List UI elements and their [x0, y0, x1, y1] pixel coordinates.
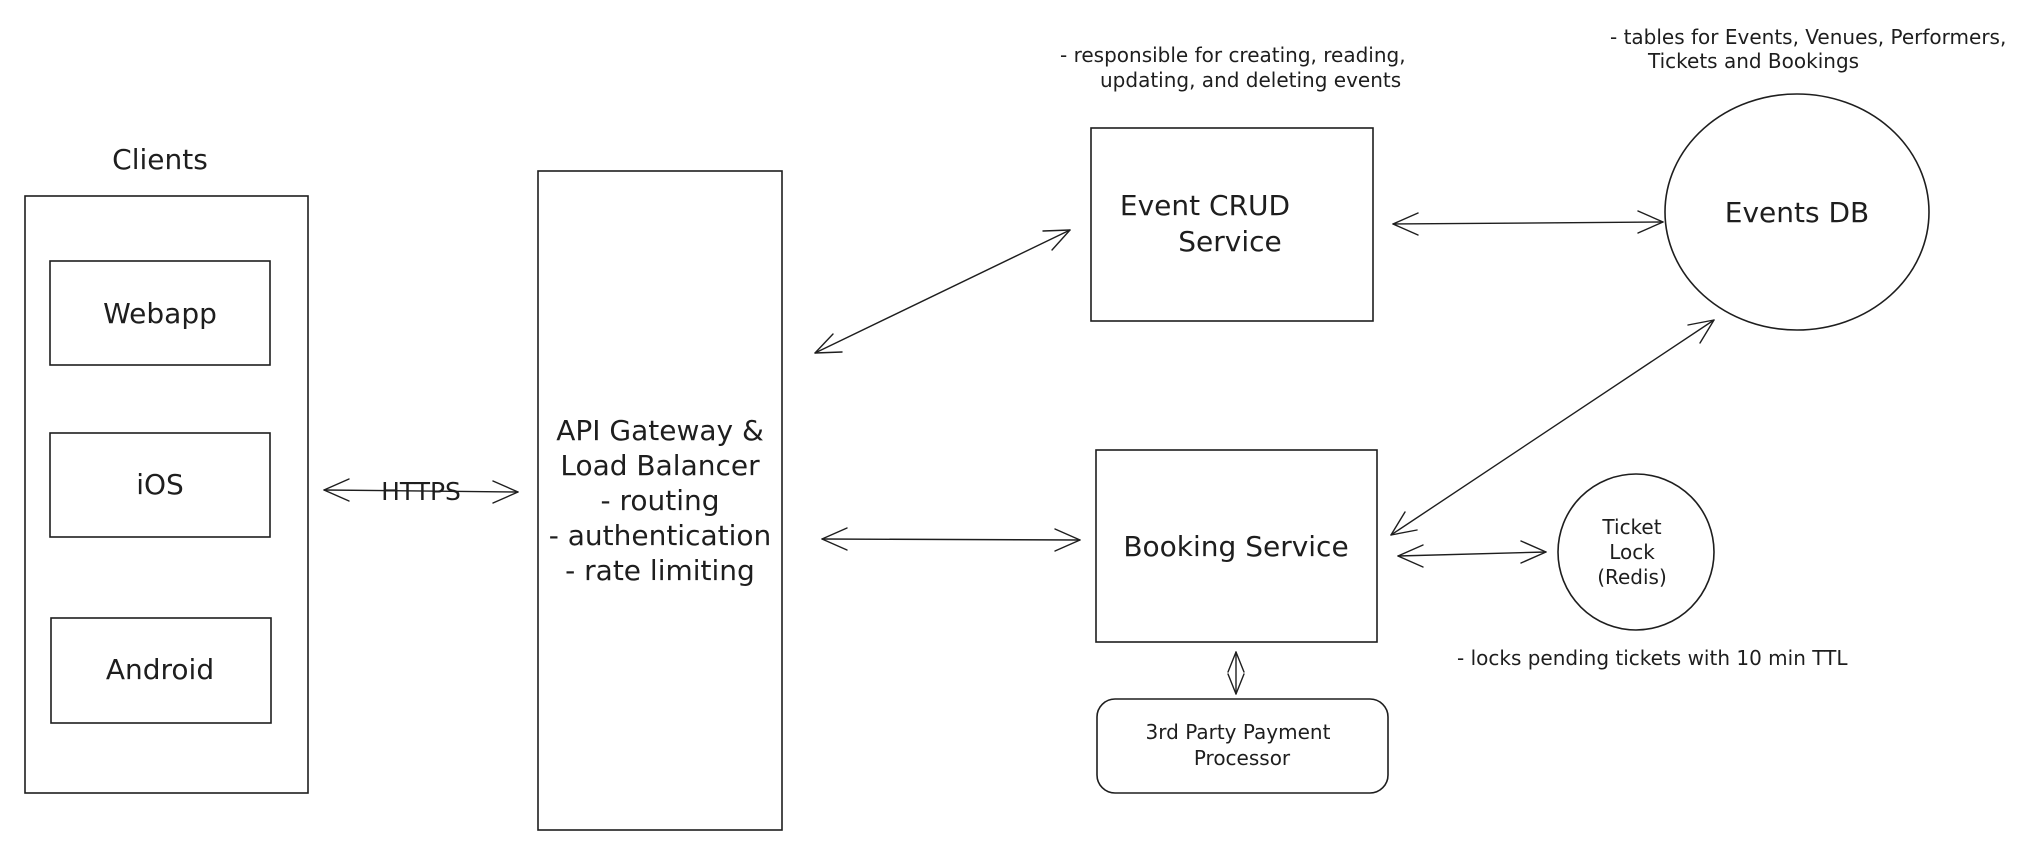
webapp-label: Webapp	[103, 297, 217, 330]
gateway-line-4: - authentication	[549, 519, 772, 552]
ticket-lock-note: - locks pending tickets with 10 min TTL	[1457, 646, 1848, 670]
payment-line-1: 3rd Party Payment	[1146, 720, 1331, 744]
events-db-label: Events DB	[1725, 196, 1869, 229]
booking-service-label: Booking Service	[1123, 530, 1348, 563]
event-service-line-2: Service	[1178, 225, 1281, 258]
gateway-line-2: Load Balancer	[560, 449, 760, 482]
edge-gateway-booking-service	[821, 527, 1081, 552]
edge-clients-gateway: HTTPS	[323, 477, 519, 506]
clients-title: Clients	[112, 143, 208, 176]
clients-container	[24, 195, 309, 794]
events-db-node[interactable]	[1664, 93, 1930, 331]
android-label: Android	[106, 653, 214, 686]
ticket-lock-node[interactable]	[1557, 473, 1715, 631]
edge-booking-service-ticket-lock	[1397, 540, 1547, 568]
android-node[interactable]	[50, 617, 272, 724]
event-crud-service-node[interactable]	[1090, 127, 1374, 322]
webapp-node[interactable]	[49, 260, 271, 366]
gateway-line-3: - routing	[600, 484, 719, 517]
gateway-line-1: API Gateway &	[556, 414, 764, 447]
payment-processor-node[interactable]	[1096, 698, 1389, 794]
gateway-line-5: - rate limiting	[565, 554, 755, 587]
event-service-note-line-1: - responsible for creating, reading,	[1060, 43, 1406, 67]
payment-line-2: Processor	[1194, 746, 1291, 770]
ios-node[interactable]	[49, 432, 271, 538]
ticket-lock-line-1: Ticket	[1601, 515, 1661, 539]
events-db-note-line-2: Tickets and Bookings	[1647, 49, 1859, 73]
edge-event-service-events-db	[1392, 210, 1664, 236]
ticket-lock-line-2: Lock	[1609, 540, 1655, 564]
edge-gateway-event-service	[814, 229, 1071, 354]
edge-booking-service-events-db	[1390, 319, 1715, 536]
event-service-line-1: Event CRUD	[1120, 189, 1290, 222]
edge-booking-service-payment	[1227, 651, 1245, 695]
booking-service-node[interactable]	[1095, 449, 1378, 643]
https-edge-label: HTTPS	[381, 477, 461, 506]
events-db-note-line-1: - tables for Events, Venues, Performers,	[1610, 25, 2006, 49]
ios-label: iOS	[136, 468, 184, 501]
ticket-lock-line-3: (Redis)	[1597, 565, 1667, 589]
event-service-note-line-2: updating, and deleting events	[1100, 68, 1401, 92]
api-gateway-node[interactable]	[537, 170, 783, 831]
